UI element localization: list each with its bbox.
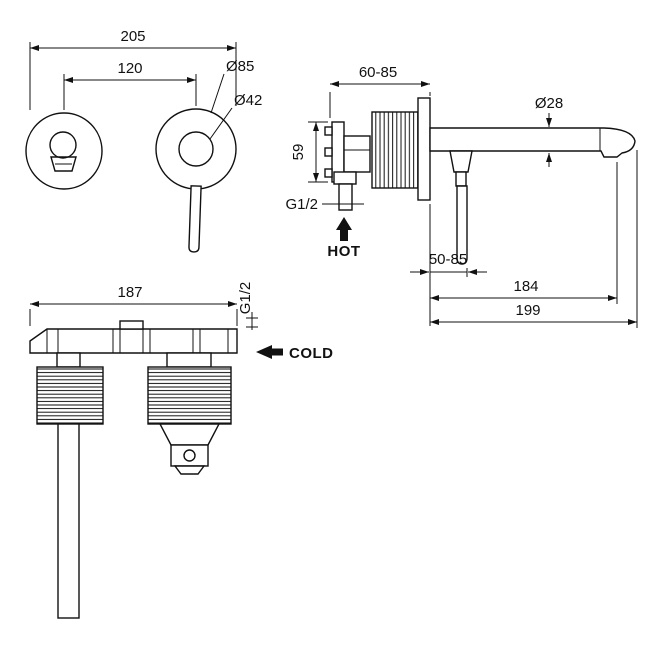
hot-label: HOT bbox=[327, 243, 360, 260]
overall-reach-label: 199 bbox=[515, 302, 540, 319]
wall-depth-label: 60-85 bbox=[359, 64, 397, 81]
mixer-body-bar bbox=[29, 320, 238, 354]
centers-distance-label: 120 bbox=[117, 60, 142, 77]
handle-projection-label: 50-85 bbox=[429, 251, 467, 268]
threaded-cartridge-side bbox=[371, 111, 419, 189]
handle-lever-side bbox=[449, 150, 473, 265]
dim-inlet-thread: G1/2 bbox=[285, 196, 364, 213]
dim-spout-diameter: Ø28 bbox=[535, 95, 563, 167]
spout-diameter-label: Ø28 bbox=[535, 95, 563, 112]
dim-centers-distance: 120 bbox=[63, 60, 197, 110]
right-threaded-section bbox=[147, 366, 232, 425]
cold-inlet-thread-callout: G1/2 bbox=[237, 282, 258, 330]
dim-overall-width: 205 bbox=[29, 28, 237, 110]
plan-inlet-thread-label: G1/2 bbox=[237, 282, 254, 315]
spout-reach-label: 184 bbox=[513, 278, 538, 295]
cold-flow-indicator: COLD bbox=[256, 345, 334, 362]
hot-arrow-icon bbox=[336, 217, 352, 230]
spout-side bbox=[429, 127, 636, 158]
hot-flow-indicator: HOT bbox=[327, 217, 360, 260]
dim-handle-projection: 50-85 bbox=[410, 204, 487, 326]
dim-body-width: 187 bbox=[29, 284, 238, 326]
plan-view: 187 G1/2 CO bbox=[29, 282, 334, 619]
escutcheon-diameter-label: Ø85 bbox=[226, 58, 254, 75]
side-view: 60-85 59 G1/2 H bbox=[285, 64, 638, 328]
body-height-label: 59 bbox=[290, 144, 307, 161]
dim-spout-reach: 184 bbox=[430, 162, 618, 304]
dim-wall-depth: 60-85 bbox=[329, 64, 431, 118]
handle-lever-front bbox=[188, 185, 202, 253]
leader-escutcheon-diameter: Ø85 bbox=[210, 58, 254, 114]
cold-label: COLD bbox=[289, 345, 334, 362]
valve-body-side bbox=[333, 135, 371, 211]
body-width-label: 187 bbox=[117, 284, 142, 301]
handle-escutcheon-front bbox=[155, 108, 237, 190]
spout-supply-drop bbox=[36, 352, 104, 619]
dim-overall-reach: 199 bbox=[430, 150, 638, 328]
cold-arrow-icon bbox=[256, 345, 272, 359]
body-detail-lines bbox=[46, 329, 229, 353]
front-view: 205 120 Ø85 Ø42 bbox=[25, 28, 262, 253]
handle-diameter-label: Ø42 bbox=[234, 92, 262, 109]
spout-escutcheon-front bbox=[25, 112, 103, 190]
valve-drop bbox=[147, 352, 232, 475]
left-threaded-section bbox=[36, 366, 104, 425]
leader-handle-diameter: Ø42 bbox=[209, 92, 262, 140]
wall-plate-side bbox=[417, 97, 431, 201]
supply-pipe bbox=[57, 423, 80, 619]
inlet-thread-label: G1/2 bbox=[285, 196, 318, 213]
overall-width-label: 205 bbox=[120, 28, 145, 45]
dim-body-height: 59 bbox=[290, 121, 328, 183]
